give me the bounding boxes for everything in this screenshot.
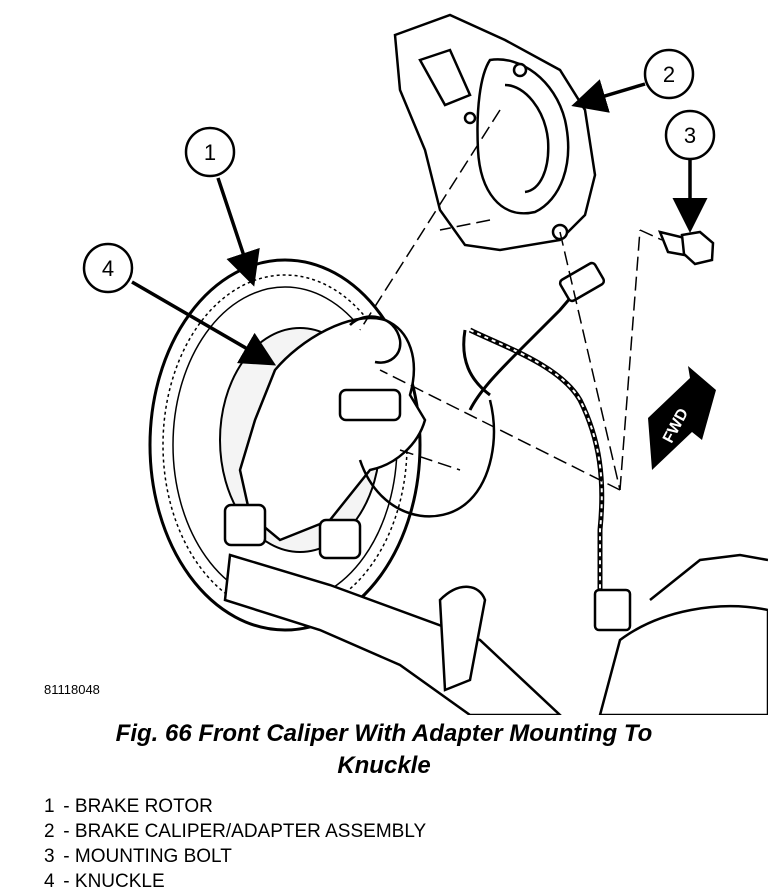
legend-number: 2 xyxy=(44,821,55,842)
mounting-bolt-drawing xyxy=(657,230,715,266)
brake-assembly-illustration: FWD 1 2 3 4 xyxy=(82,13,768,715)
legend-item: 3 - MOUNTING BOLT xyxy=(44,844,426,869)
caption-line-2: Knuckle xyxy=(337,752,431,779)
callout-1: 1 xyxy=(184,126,260,287)
legend-label: KNUCKLE xyxy=(74,871,165,892)
legend-separator: - xyxy=(63,846,70,867)
legend-separator: - xyxy=(63,871,70,892)
callout-4: 4 xyxy=(82,242,277,366)
figure-caption: Fig. 66 Front Caliper With Adapter Mount… xyxy=(0,718,768,782)
axle-arm-drawing xyxy=(223,553,768,715)
legend-item: 1 - BRAKE ROTOR xyxy=(44,794,426,819)
legend-number: 1 xyxy=(44,796,55,817)
legend-label: BRAKE CALIPER/ADAPTER ASSEMBLY xyxy=(74,821,427,842)
sensor-cable-drawing xyxy=(358,261,632,632)
legend-label: BRAKE ROTOR xyxy=(74,796,213,817)
callout-2: 2 xyxy=(571,48,695,113)
callout-legend: 1 - BRAKE ROTOR 2 - BRAKE CALIPER/ADAPTE… xyxy=(44,794,426,894)
callout-2-number: 2 xyxy=(663,62,675,87)
alignment-guide-lines xyxy=(359,109,663,491)
fwd-direction-marker: FWD xyxy=(648,366,716,470)
knuckle-drawing xyxy=(223,315,427,560)
legend-label: MOUNTING BOLT xyxy=(74,846,232,867)
legend-number: 4 xyxy=(44,871,55,892)
callout-4-number: 4 xyxy=(102,256,114,281)
caption-line-1: Fig. 66 Front Caliper With Adapter Mount… xyxy=(115,720,653,747)
callout-3: 3 xyxy=(664,109,716,233)
legend-separator: - xyxy=(63,821,70,842)
legend-number: 3 xyxy=(44,846,55,867)
callout-1-number: 1 xyxy=(204,140,216,165)
brake-caliper-drawing xyxy=(393,13,597,252)
legend-item: 4 - KNUCKLE xyxy=(44,869,426,894)
figure-id: 81118048 xyxy=(44,682,100,697)
legend-separator: - xyxy=(63,796,70,817)
legend-item: 2 - BRAKE CALIPER/ADAPTER ASSEMBLY xyxy=(44,819,426,844)
callout-3-number: 3 xyxy=(684,123,696,148)
